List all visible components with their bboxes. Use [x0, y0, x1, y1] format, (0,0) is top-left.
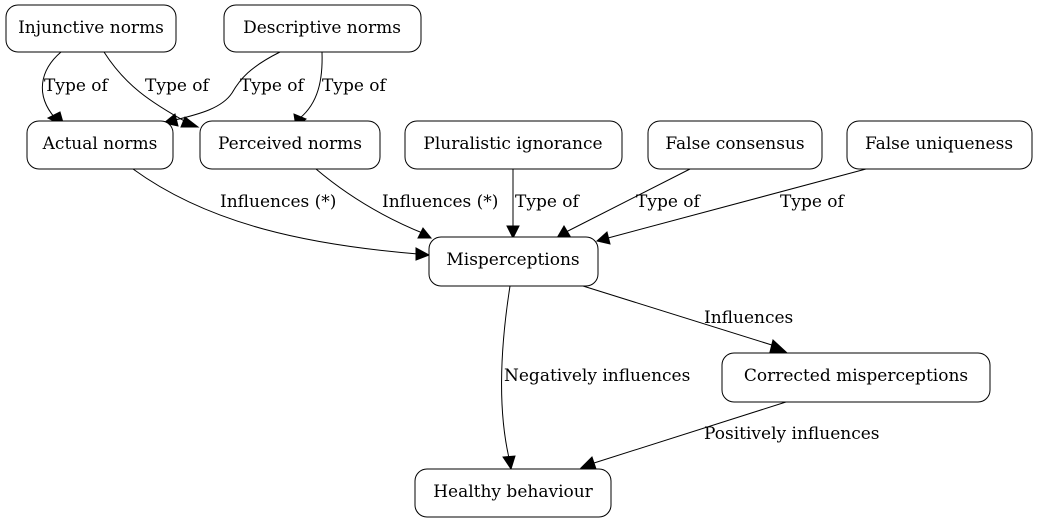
- node-injunctive-norms: Injunctive norms: [5, 4, 177, 53]
- edge-label: Influences (*): [220, 192, 336, 212]
- node-descriptive-norms: Descriptive norms: [223, 4, 422, 53]
- node-label: Misperceptions: [446, 250, 579, 270]
- node-false-consensus: False consensus: [647, 120, 823, 170]
- edge-label: Type of: [780, 192, 846, 212]
- edge-label: Type of: [515, 192, 581, 212]
- edge-label: Type of: [636, 192, 702, 212]
- node-healthy-behaviour: Healthy behaviour: [414, 468, 612, 518]
- edge-pluralistic-to-misperceptions: Type of: [506, 169, 581, 240]
- node-perceived-norms: Perceived norms: [199, 120, 381, 170]
- node-misperceptions: Misperceptions: [428, 236, 599, 287]
- node-actual-norms: Actual norms: [26, 120, 174, 170]
- edge-label: Positively influences: [704, 424, 880, 444]
- edge-corrected-to-healthy: Positively influences: [579, 401, 880, 470]
- edge-descriptive-to-actual: Type of: [162, 51, 306, 127]
- node-label: Pluralistic ignorance: [423, 134, 602, 154]
- node-label: Actual norms: [42, 134, 158, 154]
- edge-label: Influences (*): [382, 192, 498, 212]
- edge-label: Influences: [704, 308, 793, 328]
- node-label: Corrected misperceptions: [744, 366, 968, 386]
- node-label: False consensus: [665, 134, 804, 154]
- edge-injunctive-to-perceived: Type of: [103, 51, 211, 128]
- edge-perceived-to-misperceptions: Influences (*): [315, 168, 498, 239]
- edge-misperceptions-to-healthy: Negatively influences: [501, 285, 690, 471]
- edge-label: Type of: [322, 76, 388, 96]
- node-label: Descriptive norms: [243, 18, 401, 38]
- edge-descriptive-to-perceived: Type of: [293, 51, 388, 128]
- edge-false-consensus-to-misperceptions: Type of: [556, 168, 702, 239]
- node-corrected-misperceptions: Corrected misperceptions: [721, 352, 991, 403]
- edge-label: Type of: [145, 76, 211, 96]
- node-label: Perceived norms: [218, 134, 362, 154]
- edge-misperceptions-to-corrected: Influences: [582, 285, 793, 353]
- node-label: Injunctive norms: [18, 18, 164, 38]
- node-label: Healthy behaviour: [433, 482, 593, 502]
- node-label: False uniqueness: [865, 134, 1013, 154]
- node-pluralistic-ignorance: Pluralistic ignorance: [404, 120, 623, 170]
- edge-injunctive-to-actual: Type of: [41, 51, 110, 127]
- edge-actual-to-misperceptions: Influences (*): [132, 168, 431, 261]
- node-false-uniqueness: False uniqueness: [846, 120, 1033, 170]
- edge-label: Negatively influences: [504, 366, 690, 386]
- edge-label: Type of: [44, 76, 110, 96]
- edge-label: Type of: [240, 76, 306, 96]
- edge-false-uniqueness-to-misperceptions: Type of: [595, 168, 867, 245]
